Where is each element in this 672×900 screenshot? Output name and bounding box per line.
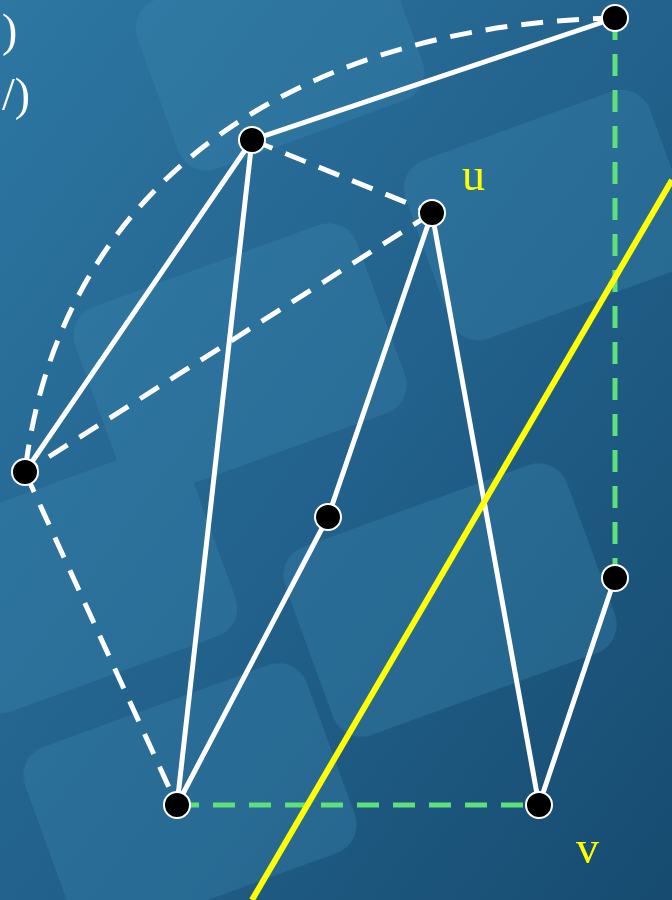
vertex-label: v [576,825,599,871]
cropped-label: /) [2,72,30,118]
green-dashed-edges [177,18,615,805]
vertex-label: u [462,152,485,198]
vertices [12,5,628,818]
dashed-edges [25,18,615,805]
cut-line [252,180,672,900]
cropped-label: ) [2,8,17,54]
polygon-edges [25,18,615,805]
